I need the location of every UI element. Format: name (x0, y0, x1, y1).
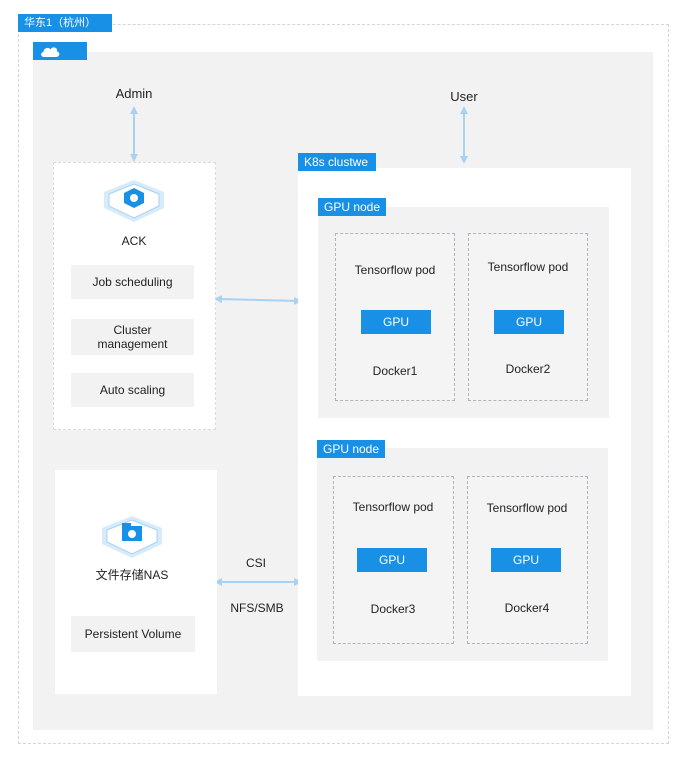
nfs-smb-label: NFS/SMB (230, 601, 284, 615)
docker-1-pod-label: Tensorflow pod (354, 263, 436, 277)
nas-hexagon-icon (102, 516, 162, 558)
docker-4-pod-label: Tensorflow pod (486, 501, 568, 515)
gpu-node-1-tag: GPU node (318, 198, 386, 216)
user-label: User (450, 89, 478, 104)
ack-hexagon-icon (104, 180, 164, 222)
gpu-node-2-tag: GPU node (317, 440, 385, 458)
ack-k8s-arrow (214, 295, 302, 305)
k8s-cluster-tag: K8s clustwe (298, 153, 376, 171)
ack-item-auto-scaling: Auto scaling (71, 373, 194, 407)
docker-2-gpu: GPU (494, 310, 564, 334)
csi-label: CSI (245, 556, 266, 570)
admin-label: Admin (115, 86, 153, 101)
docker-3-pod-label: Tensorflow pod (352, 500, 434, 514)
nas-label: 文件存储NAS (95, 568, 169, 582)
ack-item-job-scheduling: Job scheduling (71, 265, 194, 299)
docker-4-gpu: GPU (491, 548, 561, 572)
region-tag: 华东1（杭州） (18, 14, 112, 32)
ack-item-cluster-management: Cluster management (71, 319, 194, 355)
docker-4-name: Docker4 (504, 601, 550, 615)
nas-item-persistent-volume: Persistent Volume (71, 616, 195, 652)
docker-4 (467, 476, 588, 644)
docker-1-name: Docker1 (372, 364, 418, 378)
cloud-tag (33, 42, 87, 60)
region-border (18, 24, 669, 744)
docker-3-name: Docker3 (370, 602, 416, 616)
docker-2-name: Docker2 (505, 362, 551, 376)
docker-1-gpu: GPU (361, 310, 431, 334)
ack-label: ACK (121, 234, 147, 248)
docker-2-pod-label: Tensorflow pod (487, 260, 569, 274)
docker-3-gpu: GPU (357, 548, 427, 572)
nas-panel (55, 470, 217, 694)
cloud-icon (41, 47, 60, 57)
